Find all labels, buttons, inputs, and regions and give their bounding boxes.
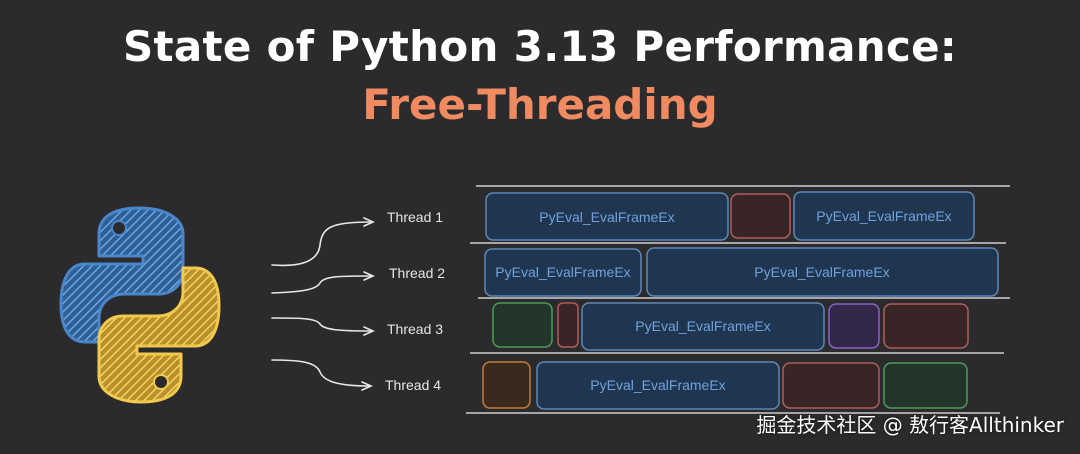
eval-frame-block: [484, 248, 642, 297]
python-logo-icon: [59, 206, 221, 404]
eval-frame-label: PyEval_EvalFrameEx: [754, 264, 889, 280]
eval-frame-block: [485, 192, 729, 241]
page-subtitle: Free-Threading: [362, 80, 718, 129]
thread-label-2: Thread 2: [389, 265, 446, 281]
eval-frame-label: PyEval_EvalFrameEx: [590, 377, 725, 393]
eval-frame-block: [646, 247, 999, 297]
eval-frame-label: PyEval_EvalFrameEx: [816, 208, 951, 224]
other-work-block: [883, 362, 968, 409]
eval-frame-label: PyEval_EvalFrameEx: [635, 318, 770, 334]
eval-frame-block: [581, 302, 825, 351]
watermark: 掘金技术社区 @ 敖行客Allthinker: [756, 413, 1064, 437]
thread-label-4: Thread 4: [385, 377, 442, 393]
other-work-block: [557, 302, 579, 348]
eval-frame-block: [536, 361, 780, 410]
thread-label-3: Thread 3: [387, 321, 444, 337]
eval-frame-label: PyEval_EvalFrameEx: [495, 264, 630, 280]
eval-frame-label: PyEval_EvalFrameEx: [539, 209, 674, 225]
thread-label-1: Thread 1: [387, 209, 444, 225]
other-work-block: [730, 193, 791, 239]
other-work-block: [782, 362, 880, 409]
page-title: State of Python 3.13 Performance:: [122, 22, 958, 71]
other-work-block: [492, 302, 553, 348]
other-work-block: [883, 303, 969, 349]
eval-frame-block: [793, 191, 975, 241]
other-work-block: [828, 303, 880, 349]
other-work-block: [482, 361, 531, 409]
